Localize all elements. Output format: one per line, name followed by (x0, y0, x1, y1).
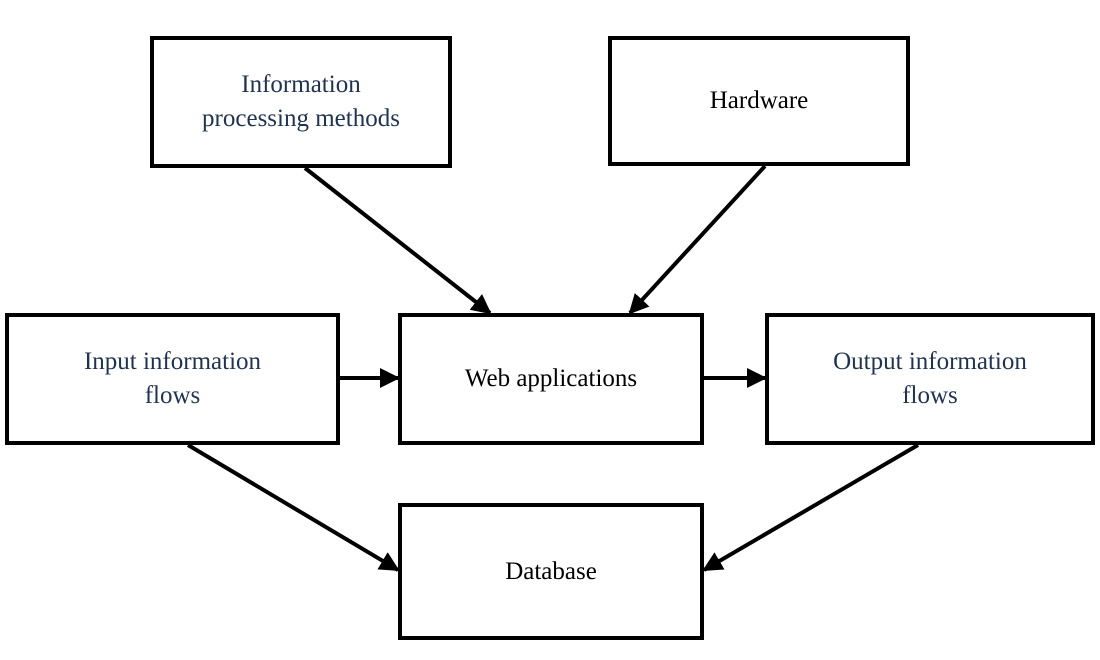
arrow-output-to-database (702, 443, 920, 572)
node-label: Output information flows (833, 348, 1027, 409)
node-label: Database (505, 557, 597, 585)
node-input-information-flows: Input information flows (5, 313, 340, 445)
node-label: Web applications (464, 365, 638, 392)
node-database: Database (398, 503, 704, 640)
node-information-processing-methods: Information processing methods (150, 36, 452, 168)
node-web-applications: Web applications (398, 313, 704, 445)
arrow-input-to-database (186, 443, 400, 572)
node-output-information-flows: Output information flows (765, 313, 1095, 445)
node-label: Input information flows (83, 348, 262, 409)
node-label: Hardware (709, 87, 809, 114)
arrow-hardware-to-web (628, 164, 767, 315)
node-label: Information processing methods (202, 71, 400, 132)
node-hardware: Hardware (608, 36, 910, 166)
arrow-methods-to-web (303, 166, 492, 315)
